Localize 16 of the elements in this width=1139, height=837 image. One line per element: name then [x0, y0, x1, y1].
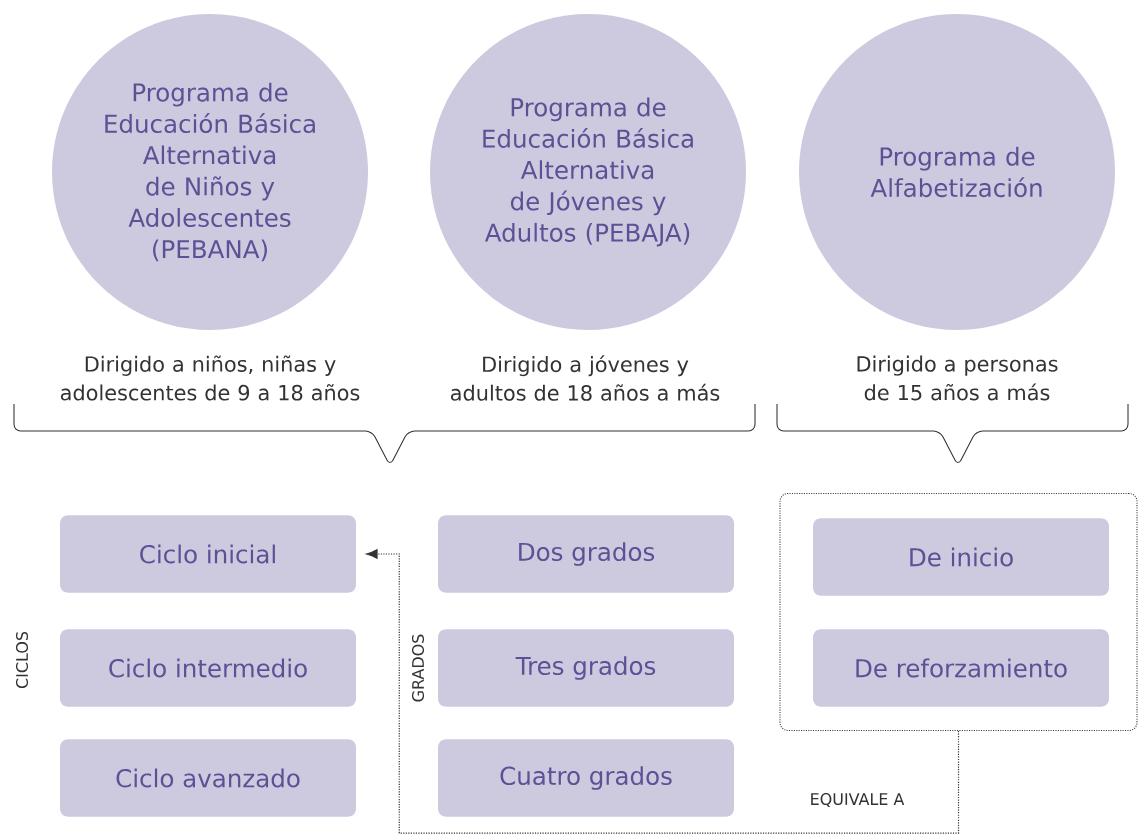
- level-box: Ciclo inicial: [60, 515, 356, 593]
- level-box: Dos grados: [438, 515, 734, 593]
- node-label: Dirigido a personas de 15 años a más: [857, 355, 1058, 401]
- level-box: Ciclo intermedio: [60, 629, 356, 707]
- level-box: Ciclo avanzado: [60, 739, 356, 817]
- level-box: De inicio: [813, 518, 1109, 596]
- node-label: Dirigido a jóvenes y adultos de 18 años a más: [451, 355, 720, 401]
- node-label: Dirigido a niños, niñas y adolescentes de 9 a 18 años: [60, 355, 360, 401]
- dotted-frame: [779, 492, 1138, 732]
- level-box: Tres grados: [438, 629, 734, 707]
- axis-label: CICLOS: [15, 631, 29, 689]
- level-box: Cuatro grados: [438, 739, 734, 817]
- level-box: De reforzamiento: [813, 629, 1109, 707]
- connector-arrow: [366, 549, 960, 834]
- axis-label: GRADOS: [411, 634, 425, 702]
- edge-label: EQUIVALE A: [811, 793, 905, 807]
